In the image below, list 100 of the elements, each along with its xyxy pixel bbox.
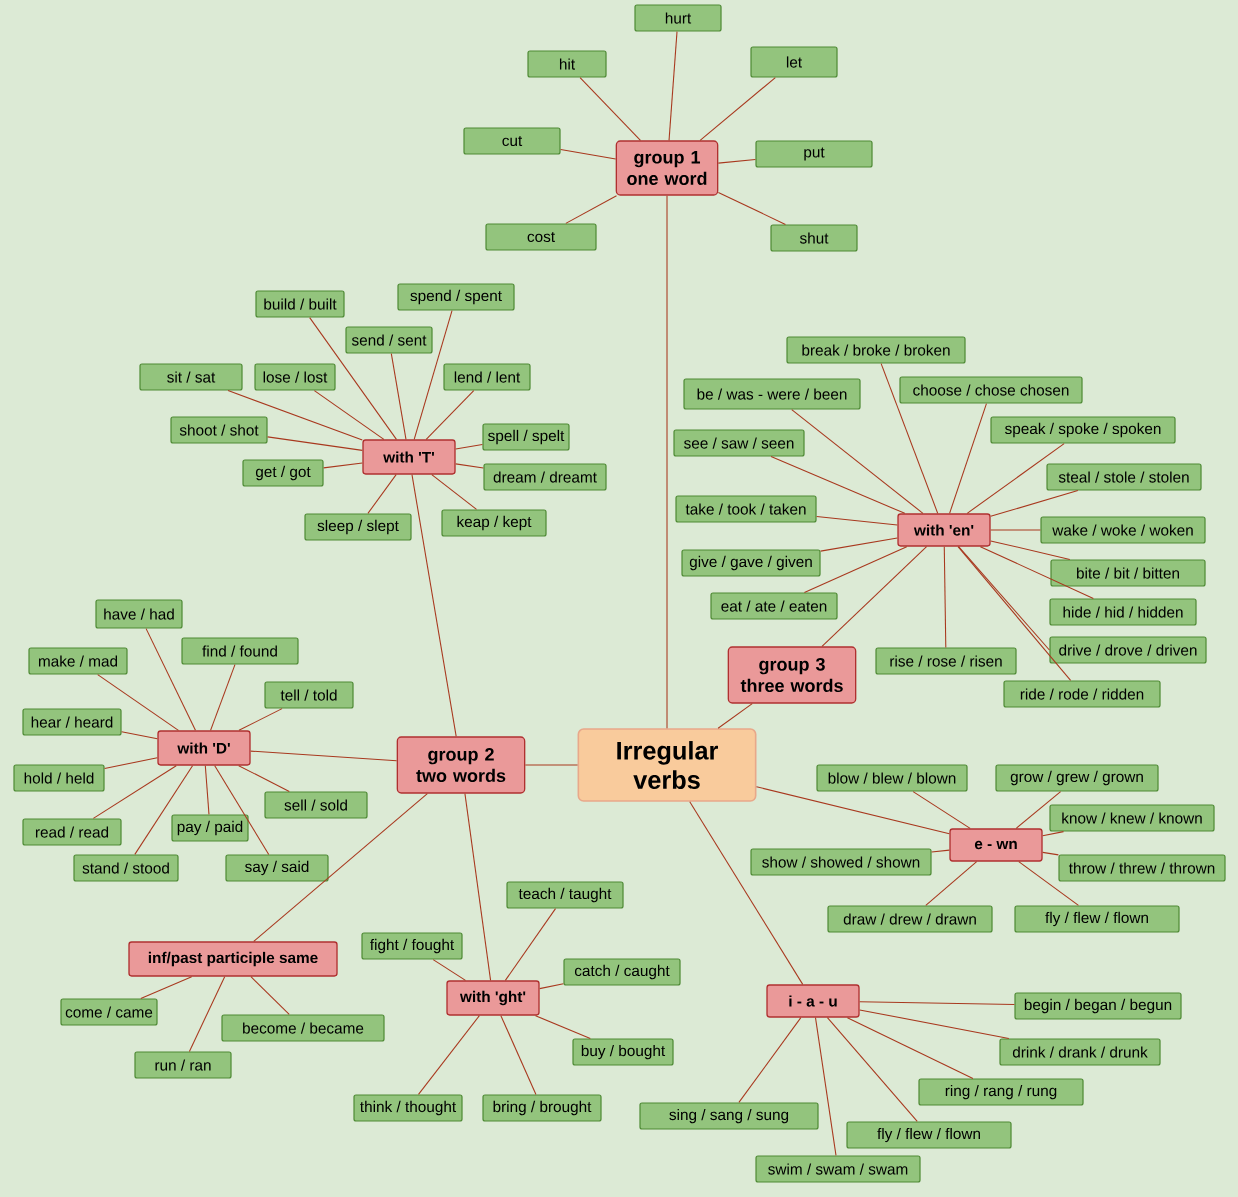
connector-line: [425, 390, 475, 440]
connector-line: [267, 436, 363, 451]
connector-line: [560, 148, 617, 160]
connector-line: [97, 674, 179, 731]
verb-box: drink / drank / drunk: [999, 1038, 1161, 1066]
verb-box: tell / told: [264, 681, 354, 709]
connector-line: [979, 546, 1094, 599]
connector-line: [432, 959, 467, 981]
connector-line: [121, 731, 158, 740]
verb-box: fight / fought: [361, 932, 463, 960]
connector-line: [820, 537, 898, 552]
connector-line: [666, 195, 668, 729]
subgroup-box: inf/past participle same: [128, 941, 338, 977]
connector-line: [931, 849, 950, 853]
verb-box: lend / lent: [443, 363, 531, 391]
connector-line: [943, 546, 947, 648]
connector-line: [411, 474, 457, 737]
connector-line: [699, 77, 776, 141]
connector-line: [1015, 791, 1062, 829]
verb-box: steal / stole / stolen: [1046, 463, 1202, 491]
verb-box: eat / ate / eaten: [710, 592, 838, 620]
verb-box: send / sent: [345, 326, 433, 354]
connector-line: [524, 764, 579, 766]
group-box: group 3 three words: [727, 646, 857, 704]
connector-line: [238, 708, 283, 731]
verb-box: begin / began / begun: [1014, 992, 1182, 1020]
group-box: group 1 one word: [615, 140, 719, 196]
verb-box: put: [755, 140, 873, 168]
connector-line: [925, 861, 978, 906]
verb-box: spell / spelt: [482, 423, 570, 451]
subgroup-box: with 'D': [157, 730, 251, 766]
connector-line: [770, 456, 906, 514]
connector-line: [227, 390, 363, 441]
verb-box: know / knew / known: [1049, 804, 1215, 832]
topic-box: Irregular verbs: [577, 728, 757, 802]
connector-line: [826, 1017, 918, 1122]
connector-line: [738, 1017, 802, 1103]
verb-box: speak / spoke / spoken: [990, 416, 1176, 444]
verb-box: sell / sold: [264, 791, 368, 819]
verb-box: bite / bit / bitten: [1050, 559, 1206, 587]
verb-box: wake / woke / woken: [1040, 516, 1206, 544]
verb-box: see / saw / seen: [673, 429, 805, 457]
verb-box: think / thought: [353, 1094, 463, 1122]
connector-line: [990, 529, 1041, 531]
connector-line: [565, 195, 618, 224]
verb-box: fly / flew / flown: [1014, 905, 1180, 933]
connector-line: [859, 1009, 1010, 1039]
verb-box: teach / taught: [506, 881, 624, 909]
verb-box: choose / chose chosen: [899, 376, 1083, 404]
verb-box: sleep / slept: [304, 513, 412, 541]
connector-line: [958, 546, 1050, 651]
connector-line: [250, 750, 398, 762]
verb-box: swim / swam / swam: [755, 1155, 921, 1183]
connector-line: [250, 976, 290, 1015]
verb-box: drive / drove / driven: [1049, 636, 1207, 664]
connector-line: [1042, 851, 1059, 856]
connector-line: [814, 1017, 837, 1156]
connector-line: [238, 765, 290, 792]
verb-box: make / mad: [28, 647, 128, 675]
connector-line: [323, 462, 363, 469]
connector-line: [717, 191, 786, 225]
connector-line: [455, 443, 483, 450]
verb-box: lose / lost: [254, 363, 336, 391]
connector-line: [668, 31, 678, 141]
connector-line: [990, 490, 1079, 517]
verb-box: hear / heard: [22, 708, 122, 736]
verb-box: sing / sang / sung: [639, 1102, 819, 1130]
connector-line: [803, 546, 908, 593]
subgroup-box: i - a - u: [766, 984, 860, 1018]
verb-box: sit / sat: [139, 363, 243, 391]
verb-box: hold / held: [13, 764, 105, 792]
verb-box: cut: [463, 127, 561, 155]
verb-box: fly / flew / flown: [846, 1121, 1012, 1149]
verb-box: dream / dreamt: [483, 463, 607, 491]
subgroup-box: with 'T': [362, 439, 456, 475]
subgroup-box: with 'en': [897, 513, 991, 547]
verb-box: say / said: [225, 854, 329, 882]
connector-line: [253, 793, 428, 942]
verb-box: become / became: [221, 1014, 385, 1042]
connector-line: [689, 801, 804, 985]
connector-line: [1042, 831, 1065, 837]
verb-box: blow / blew / blown: [816, 764, 968, 792]
connector-line: [755, 786, 950, 835]
verb-box: show / showed / shown: [750, 848, 932, 876]
verb-box: build / built: [255, 290, 345, 318]
verb-box: shut: [770, 224, 858, 252]
verb-box: read / read: [22, 818, 122, 846]
verb-box: cost: [485, 223, 597, 251]
connector-line: [210, 664, 236, 731]
connector-line: [990, 540, 1071, 560]
connector-line: [717, 159, 756, 164]
verb-box: grow / grew / grown: [995, 764, 1159, 792]
connector-line: [1018, 861, 1079, 906]
connector-line: [104, 757, 158, 770]
verb-box: find / found: [181, 637, 299, 665]
connector-line: [145, 628, 196, 731]
verb-box: be / was - were / been: [683, 378, 861, 410]
connector-line: [880, 363, 939, 514]
verb-box: buy / bought: [572, 1038, 674, 1066]
verb-box: bring / brought: [482, 1094, 602, 1122]
